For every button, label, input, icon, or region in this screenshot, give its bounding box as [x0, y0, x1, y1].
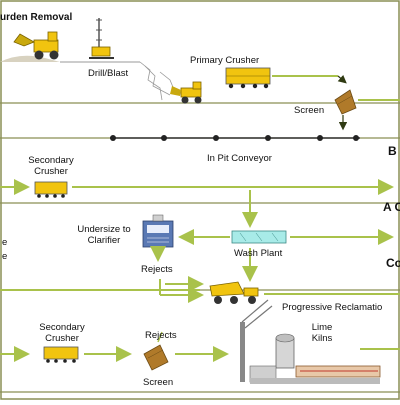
label-wash-plant: Wash Plant	[234, 248, 283, 259]
label-lime-kilns-line2: Kilns	[311, 333, 333, 344]
label-drill-blast: Drill/Blast	[88, 68, 129, 79]
in-pit-conveyor-icon	[110, 135, 360, 141]
label-right-b: B	[388, 144, 397, 158]
label-in-pit-conveyor: In Pit Conveyor	[207, 153, 272, 164]
pit-wall-icon	[60, 61, 176, 101]
label-secondary-crusher-bot: Secondary Crusher	[35, 322, 89, 344]
label-undersize-line2: Clarifier	[87, 235, 121, 246]
label-undersize-clarifier: Undersize to Clarifier	[72, 224, 136, 246]
label-secondary-crusher-mid-line1: Secondary	[28, 155, 74, 166]
label-lime-kilns-line1: Lime	[311, 322, 333, 333]
label-overburden-removal: urden Removal	[0, 12, 73, 23]
label-progressive-reclamation: Progressive Reclamatio	[282, 302, 383, 313]
clarifier-icon	[142, 214, 174, 248]
label-lime-kilns: Lime Kilns	[304, 322, 340, 344]
screen-top-icon	[334, 89, 357, 115]
overburden-loader-icon	[0, 31, 60, 62]
label-rejects-bot: Rejects	[145, 330, 177, 341]
drill-rig-icon	[89, 18, 114, 59]
wash-plant-icon	[231, 230, 287, 244]
label-secondary-crusher-bot-line1: Secondary	[39, 322, 85, 333]
label-primary-crusher: Primary Crusher	[190, 55, 260, 66]
label-screen-bot: Screen	[143, 377, 174, 388]
label-rejects-mid: Rejects	[141, 264, 173, 275]
label-secondary-crusher-bot-line2: Crusher	[45, 333, 79, 344]
label-right-c: Co	[386, 256, 400, 270]
label-undersize-line1: Undersize to	[77, 224, 131, 235]
label-left-edge-e2: e	[2, 251, 8, 262]
label-secondary-crusher-mid-line2: Crusher	[34, 166, 68, 177]
label-screen-top: Screen	[294, 105, 325, 116]
label-left-edge-e1: e	[2, 237, 8, 248]
flow-arrow-screen-bot-rejects	[157, 331, 163, 343]
primary-crusher-icon	[225, 67, 271, 89]
secondary-crusher-mid-icon	[34, 181, 68, 198]
screen-bot-icon	[143, 344, 169, 371]
haul-truck-icon	[209, 281, 259, 304]
secondary-crusher-bot-icon	[43, 346, 79, 363]
lime-kilns-icon	[240, 299, 381, 384]
pit-loader-icon	[170, 81, 202, 104]
label-secondary-crusher-mid: Secondary Crusher	[28, 155, 74, 177]
flow-arrow-primary-to-screen-head	[337, 74, 347, 84]
label-right-a: A C	[383, 200, 400, 214]
